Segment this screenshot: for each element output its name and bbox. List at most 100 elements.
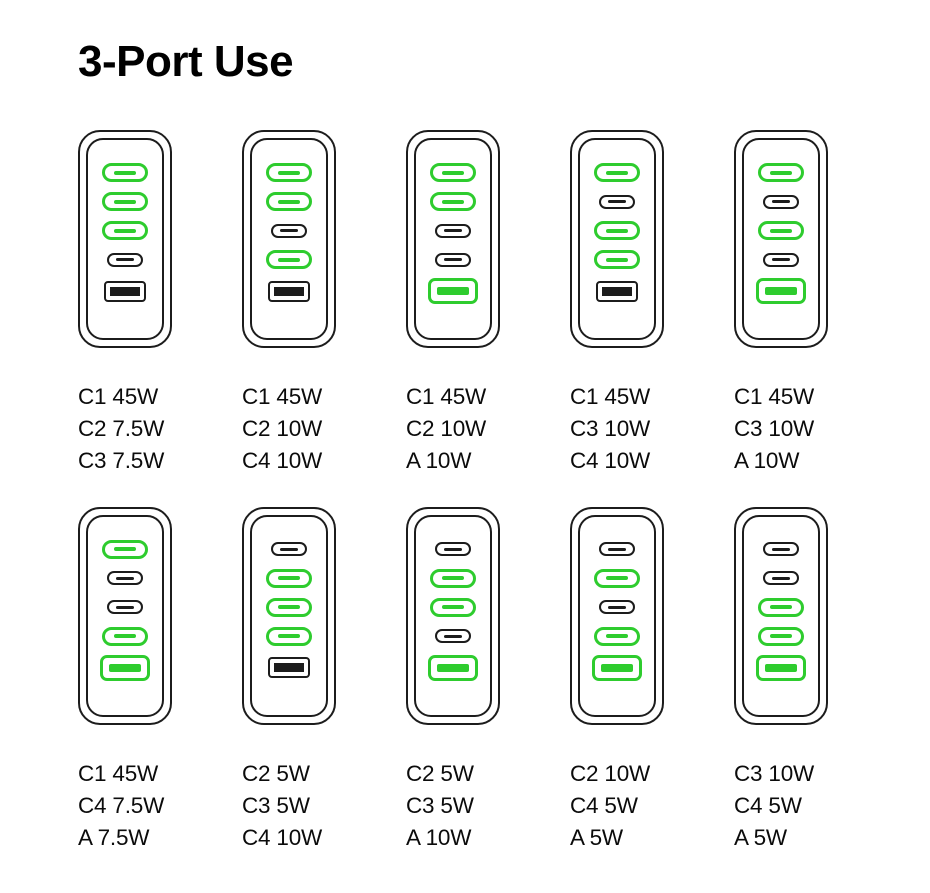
charger-body-inner-outline <box>86 138 164 340</box>
port-slot <box>758 216 804 245</box>
port-slot <box>599 593 635 622</box>
usb-c-port-icon-on <box>430 163 476 182</box>
charger-label-line: C3 10W <box>570 415 651 441</box>
port-slot-bar <box>442 170 464 175</box>
port-slot-bar <box>444 229 462 232</box>
charger-label-line: C4 5W <box>570 792 638 818</box>
charger-label-line: C2 5W <box>242 760 310 786</box>
port-slot-bar <box>114 228 136 233</box>
charger-label-line: C2 5W <box>406 760 474 786</box>
usb-c-port-icon-off <box>763 252 799 267</box>
port-stack <box>408 158 498 308</box>
charger-device <box>242 130 336 348</box>
charger-device <box>406 130 500 348</box>
port-slot <box>596 274 638 308</box>
port-slot <box>758 593 804 622</box>
port-slot-bar <box>608 547 626 551</box>
charger-cell: C1 45W C2 7.5W C3 7.5W <box>78 130 242 477</box>
charger-device <box>570 130 664 348</box>
usb-a-port-icon-on <box>100 654 150 681</box>
charger-label-line: C3 7.5W <box>78 447 165 473</box>
charger-body-inner-outline <box>86 514 164 717</box>
charger-label-line: A 10W <box>406 447 472 473</box>
port-slot <box>268 651 310 685</box>
port-slot-bar <box>437 287 469 295</box>
charger-body-inner-outline <box>250 514 328 717</box>
port-slot-bar <box>437 663 469 672</box>
port-slot-bar <box>274 663 304 673</box>
charger-label-line: C2 10W <box>406 415 487 441</box>
charger-device <box>78 506 172 725</box>
port-slot-bar <box>606 228 628 233</box>
port-slot-bar <box>606 170 628 175</box>
port-slot <box>104 274 146 308</box>
usb-c-port-icon-on <box>102 192 148 211</box>
charger-label-line: C3 5W <box>242 792 310 818</box>
port-slot <box>763 245 799 274</box>
port-slot-bar <box>442 576 464 581</box>
port-slot <box>758 622 804 651</box>
port-slot <box>107 593 143 622</box>
usb-c-port-icon-on <box>758 626 804 646</box>
usb-c-port-icon-on <box>594 221 640 240</box>
usb-a-port-icon-on <box>756 278 806 304</box>
port-slot-bar <box>606 634 628 639</box>
port-slot-bar <box>109 663 141 672</box>
charger-label-line: C3 10W <box>734 415 815 441</box>
usb-c-port-icon-on <box>758 597 804 617</box>
port-slot-bar <box>278 257 300 262</box>
charger-label-line: C4 10W <box>570 447 651 473</box>
charger-device <box>570 506 664 725</box>
charger-label-line: C2 7.5W <box>78 415 165 441</box>
charger-label-line: C1 45W <box>78 384 159 409</box>
usb-c-port-icon-on <box>102 626 148 646</box>
port-slot-bar <box>772 258 790 261</box>
charger-device <box>734 506 828 725</box>
port-slot <box>266 187 312 216</box>
usb-c-port-icon-off <box>763 542 799 557</box>
port-slot-bar <box>278 605 300 610</box>
charger-label-line: C4 5W <box>734 792 802 818</box>
usb-a-port-icon-on <box>592 654 642 681</box>
port-stack <box>244 535 334 685</box>
usb-c-port-icon-on <box>758 163 804 182</box>
usb-c-port-icon-off <box>271 223 307 238</box>
charger-label-line: A 5W <box>734 824 787 850</box>
usb-c-port-icon-off <box>763 571 799 586</box>
port-stack <box>244 158 334 308</box>
port-slot-bar <box>280 229 298 232</box>
usb-c-port-icon-on <box>266 626 312 646</box>
usb-a-port-icon-on <box>756 654 806 681</box>
port-slot <box>763 187 799 216</box>
port-slot <box>758 158 804 187</box>
port-stack <box>80 535 170 685</box>
port-slot-bar <box>110 286 140 296</box>
port-slot-bar <box>278 634 300 639</box>
charger-body-inner-outline <box>414 138 492 340</box>
port-slot-bar <box>114 547 136 552</box>
usb-a-port-icon-off <box>596 280 638 302</box>
port-slot-bar <box>442 199 464 204</box>
page-title: 3-Port Use <box>78 37 294 86</box>
port-slot <box>271 216 307 245</box>
charger-label-block: C1 45W C2 7.5W C3 7.5W <box>78 381 242 477</box>
port-slot-bar <box>606 257 628 262</box>
usb-c-port-icon-on <box>594 250 640 269</box>
charger-body-inner-outline <box>250 138 328 340</box>
port-slot <box>266 245 312 274</box>
port-slot <box>435 535 471 564</box>
port-slot-bar <box>770 605 792 610</box>
charger-label-line: C1 45W <box>734 384 815 409</box>
port-slot <box>594 158 640 187</box>
port-stack <box>736 158 826 308</box>
charger-label-line: A 5W <box>570 824 623 850</box>
port-slot <box>592 651 642 685</box>
